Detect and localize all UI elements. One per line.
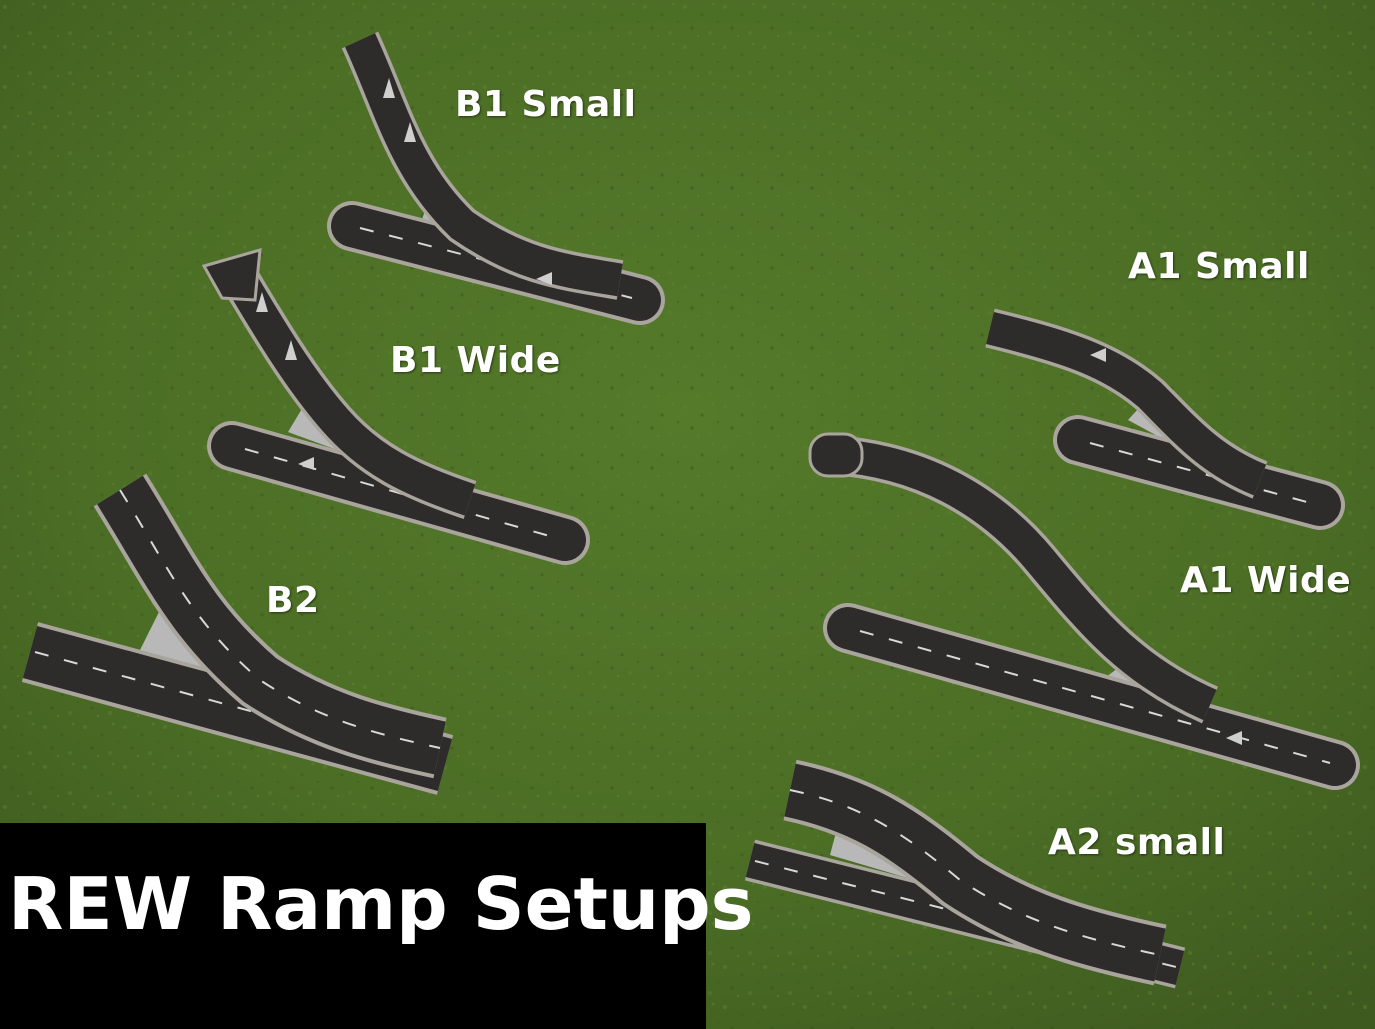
direction-arrow-icon — [285, 340, 297, 360]
ramp-end-arrow-icon — [201, 247, 262, 302]
ramp-b2 — [21, 473, 454, 795]
ramp-b1-small — [327, 31, 665, 325]
direction-arrow-icon — [536, 272, 552, 285]
direction-arrow-icon — [1226, 731, 1242, 745]
label-b2: B2 — [266, 580, 320, 621]
title-banner — [0, 823, 706, 1029]
page-title: REW Ramp Setups — [8, 862, 754, 946]
direction-arrow-icon — [383, 78, 395, 98]
ramp-a1-small — [985, 308, 1345, 530]
ramp-b1-wide — [201, 247, 590, 565]
ramp-stub — [808, 432, 864, 478]
label-a2-small: A2 small — [1048, 822, 1226, 863]
direction-arrow-icon — [1090, 348, 1106, 362]
direction-arrow-icon — [404, 122, 416, 142]
label-b1-small: B1 Small — [455, 84, 637, 125]
direction-arrow-icon — [256, 292, 268, 312]
label-a1-small: A1 Small — [1128, 246, 1310, 287]
direction-arrow-icon — [298, 457, 314, 470]
label-b1-wide: B1 Wide — [390, 340, 561, 381]
ramp-a1-wide — [808, 432, 1360, 790]
label-a1-wide: A1 Wide — [1180, 560, 1352, 601]
ramp-a2-small — [744, 759, 1186, 989]
